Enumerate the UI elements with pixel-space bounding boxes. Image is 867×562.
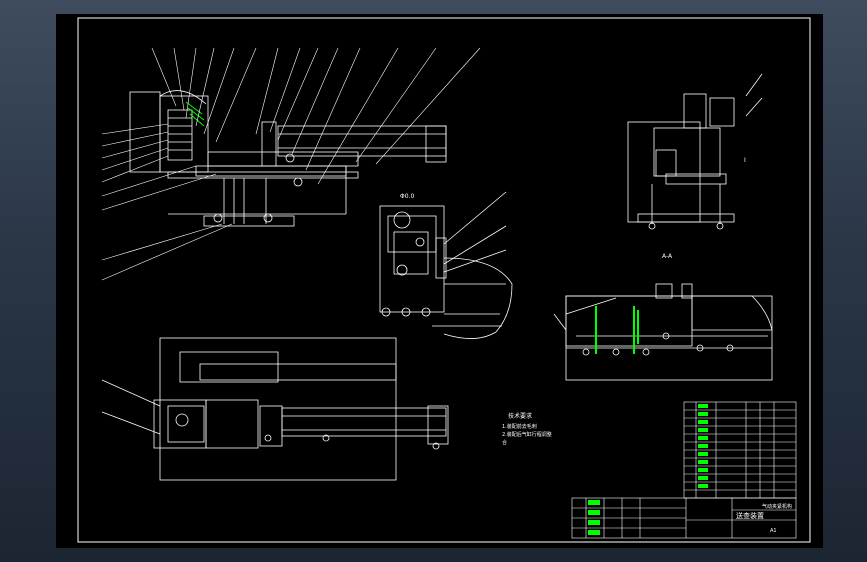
title-block — [571, 497, 797, 539]
main-view-hatch — [185, 101, 205, 127]
section-label: A-A — [662, 253, 673, 260]
parts-list-highlight — [698, 404, 708, 488]
title-block-name-note: 气动夹紧机构 — [762, 503, 792, 510]
detail-dimension-text: Φ0.0 — [400, 193, 414, 200]
sheet-border — [77, 17, 811, 543]
tech-req-line: 1.装配前去毛刺 — [502, 423, 537, 430]
drawing-sheet[interactable]: Φ0.0 I — [56, 14, 823, 548]
tech-req-heading: 技术要求 — [508, 412, 532, 420]
parts-list — [683, 401, 797, 499]
detail-view — [379, 191, 513, 339]
main-front-view — [129, 90, 447, 227]
leader-lines-top — [101, 47, 481, 281]
side-view — [627, 73, 763, 230]
section-view — [553, 283, 773, 381]
technical-requirements: 技术要求 1.装配前去毛刺 2.装配后气缸行程调整 合 — [502, 412, 552, 446]
side-view-mark: I — [744, 157, 746, 164]
drawing-canvas: Φ0.0 I — [77, 17, 811, 543]
tech-req-line: 2.装配后气缸行程调整 — [502, 431, 552, 438]
title-block-drawing-name: 送查装置 — [736, 511, 764, 520]
top-view — [101, 337, 449, 481]
section-hatch — [595, 306, 639, 354]
tech-req-line: 合 — [502, 439, 507, 446]
title-block-sheet-code: A1 — [770, 528, 777, 534]
title-block-highlight — [588, 500, 600, 535]
